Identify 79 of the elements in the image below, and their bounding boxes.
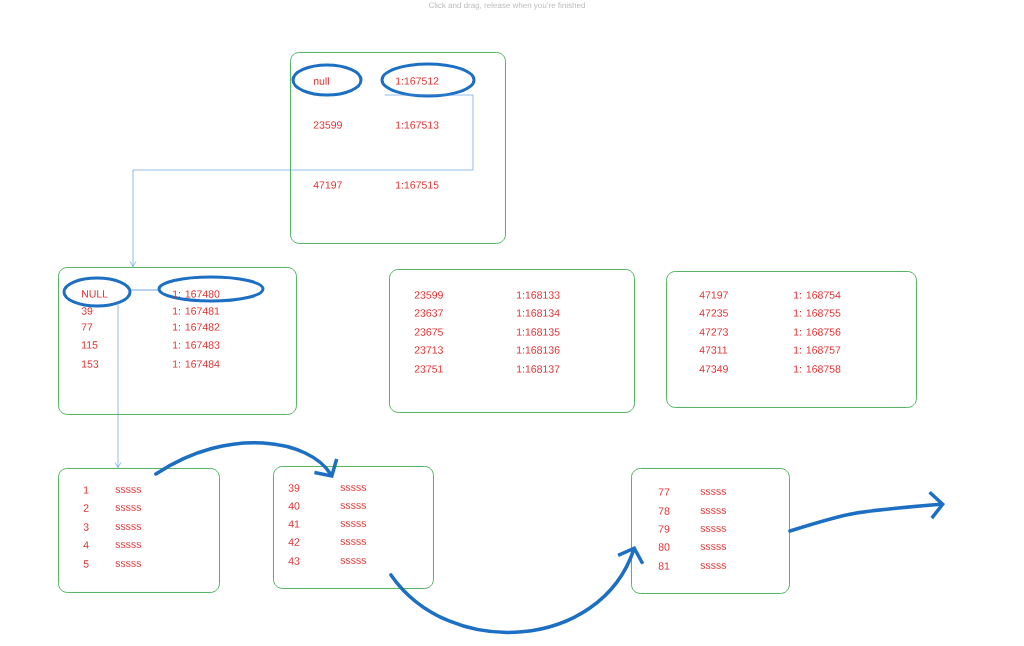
cell-text: 77 bbox=[81, 323, 93, 331]
cell-text: 40 bbox=[288, 502, 300, 510]
cell-text: 80 bbox=[658, 543, 670, 551]
cell-text: 1:168133 bbox=[517, 291, 560, 299]
cell-text: 1: 167482 bbox=[173, 323, 220, 331]
cell-text: 23599 bbox=[313, 121, 342, 129]
cell-text: 23637 bbox=[414, 309, 443, 317]
cell-text: 41 bbox=[288, 520, 300, 528]
hint-text: Click and drag, release when you’re finished bbox=[428, 2, 585, 10]
table-box bbox=[58, 468, 220, 593]
cell-text: 1:167513 bbox=[396, 121, 439, 129]
cell-text: 47273 bbox=[699, 328, 728, 336]
cell-text: 153 bbox=[82, 360, 99, 368]
table-box bbox=[58, 267, 297, 415]
cell-text: 47311 bbox=[699, 346, 728, 354]
cell-text: 1:168136 bbox=[517, 346, 560, 354]
cell-text: 1: 167481 bbox=[173, 307, 220, 315]
cell-text: 79 bbox=[658, 525, 670, 533]
cell-text: 1: 167483 bbox=[173, 341, 220, 349]
cell-text: 23675 bbox=[414, 328, 443, 336]
cell-text: sssss bbox=[700, 544, 727, 550]
cell-text: 1:167512 bbox=[396, 77, 439, 85]
arrow bbox=[788, 490, 945, 533]
table-box bbox=[273, 466, 434, 589]
cell-text: NULL bbox=[82, 290, 108, 298]
arrow bbox=[114, 301, 122, 468]
cell-text: 1: 168758 bbox=[794, 365, 841, 373]
cell-text: 1: 168757 bbox=[794, 346, 841, 354]
cell-text: null bbox=[313, 77, 329, 85]
cell-text: sssss bbox=[340, 521, 367, 527]
cell-text: sssss bbox=[700, 526, 727, 532]
cell-text: 1: 167484 bbox=[173, 360, 220, 368]
cell-text: 78 bbox=[658, 507, 670, 515]
cell-text: 43 bbox=[288, 557, 300, 565]
arrow bbox=[154, 441, 339, 478]
table-box bbox=[389, 269, 635, 413]
cell-text: 23713 bbox=[414, 346, 443, 354]
cell-text: 23751 bbox=[414, 365, 443, 373]
cell-text: sssss bbox=[700, 563, 727, 569]
cell-text: 47197 bbox=[313, 181, 342, 189]
cell-text: 1: 167480 bbox=[173, 290, 220, 298]
cell-text: 77 bbox=[658, 488, 670, 496]
cell-text: sssss bbox=[340, 539, 367, 545]
cell-text: 1:168137 bbox=[517, 365, 560, 373]
cell-text: 3 bbox=[83, 523, 89, 531]
cell-text: 1: 168755 bbox=[794, 309, 841, 317]
cell-text: sssss bbox=[115, 505, 142, 511]
cell-text: 47197 bbox=[699, 291, 728, 299]
cell-text: 4 bbox=[83, 541, 89, 549]
cell-text: sssss bbox=[115, 542, 142, 548]
cell-text: 5 bbox=[83, 560, 89, 568]
cell-text: 39 bbox=[288, 484, 300, 492]
cell-text: 42 bbox=[288, 538, 300, 546]
cell-text: sssss bbox=[340, 485, 367, 491]
cell-text: sssss bbox=[340, 503, 367, 509]
cell-text: sssss bbox=[700, 489, 727, 495]
cell-text: 115 bbox=[82, 341, 98, 349]
arrow bbox=[389, 545, 645, 634]
cell-text: sssss bbox=[700, 508, 727, 514]
table-box bbox=[290, 52, 506, 244]
arrow bbox=[129, 94, 474, 267]
cell-text: 1: 168754 bbox=[794, 291, 841, 299]
cell-text: 39 bbox=[81, 307, 93, 315]
cell-text: 1:167515 bbox=[396, 181, 439, 189]
cell-text: 47235 bbox=[699, 309, 728, 317]
cell-text: 2 bbox=[83, 504, 89, 512]
cell-text: 1:168135 bbox=[517, 328, 560, 336]
cell-text: 23599 bbox=[414, 291, 443, 299]
table-box bbox=[666, 271, 917, 408]
cell-text: 81 bbox=[658, 562, 670, 570]
table-box bbox=[631, 468, 790, 594]
cell-text: 1:168134 bbox=[517, 309, 560, 317]
cell-text: 47349 bbox=[699, 365, 728, 373]
cell-text: 1: 168756 bbox=[794, 328, 841, 336]
cell-text: sssss bbox=[115, 487, 142, 493]
cell-text: 1 bbox=[84, 486, 89, 494]
cell-text: sssss bbox=[115, 561, 142, 567]
cell-text: sssss bbox=[340, 558, 367, 564]
cell-text: sssss bbox=[115, 524, 142, 530]
